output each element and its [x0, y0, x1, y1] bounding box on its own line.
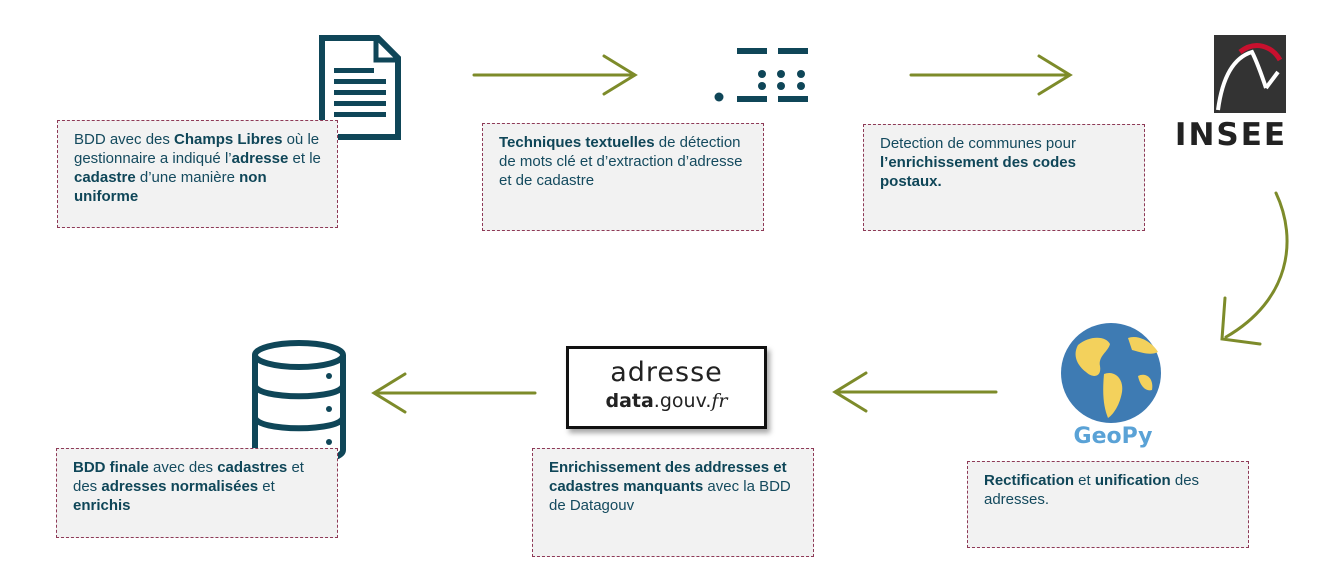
step-text: d’une manière [135, 169, 240, 186]
step-text: BDD avec des [74, 131, 175, 148]
step-text-bold: cadastre [74, 169, 136, 186]
step-box-datagouv: Enrichissement des addresses et cadastre… [532, 448, 814, 557]
step-text-bold: adresses normalisées [101, 478, 259, 495]
step-text-bold: Enrichissement des addresses et cadastre… [549, 459, 787, 495]
database-icon [252, 340, 346, 465]
adresse-data-gouv-logo: adresse data.gouv.fr [566, 346, 767, 429]
step-text-bold: Rectification [984, 472, 1075, 489]
step-text-bold: enrichis [73, 497, 131, 514]
arrow-curved-down [1220, 191, 1289, 346]
step-text-bold: adresse [231, 150, 289, 167]
data-gouv-logo-dot2: . [705, 390, 712, 412]
data-gouv-logo-data: data [605, 390, 654, 412]
data-gouv-logo-word: data.gouv.fr [569, 390, 764, 412]
step-text-bold: cadastres [217, 459, 288, 476]
step-text: et [258, 478, 275, 495]
step-text: où le gestionnaire a indiqué l’ [74, 131, 320, 167]
arrow-right-2 [909, 54, 1073, 96]
step-text: Detection de communes pour [880, 135, 1076, 152]
step-text: et le [288, 150, 321, 167]
step-box-geopy: Rectification et unification des adresse… [967, 461, 1249, 548]
step-text-bold: l’enrichissement des codes postaux. [880, 154, 1076, 190]
arrow-left-2 [371, 372, 537, 414]
data-gouv-logo-gouv: gouv [659, 390, 706, 412]
step-text-bold: Champs Libres [174, 131, 283, 148]
step-text: des adresses. [984, 472, 1200, 508]
step-box-final: BDD finale avec des cadastres et des adr… [56, 448, 338, 538]
adresse-logo-word: adresse [610, 357, 723, 388]
insee-logo [1214, 35, 1286, 113]
step-text: et [1074, 472, 1095, 489]
step-text: de détection de mots clé et d’extraction… [499, 134, 743, 189]
text-extraction-icon [714, 48, 808, 102]
step-text: avec la BDD de Datagouv [549, 478, 791, 514]
globe-icon [1061, 323, 1161, 423]
step-text: et des [73, 459, 304, 495]
step-text-bold: non uniforme [74, 169, 267, 205]
step-text: avec des [148, 459, 218, 476]
arrow-right-1 [472, 54, 638, 96]
step-text-bold: BDD finale [73, 459, 149, 476]
step-box-text-techniques: Techniques textuelles de détection de mo… [482, 123, 764, 231]
geopy-logo-text: GeoPy [1073, 424, 1153, 449]
arrow-left-1 [832, 371, 998, 413]
step-box-insee: Detection de communes pour l’enrichissem… [863, 124, 1145, 231]
data-gouv-logo-dot1: . [653, 390, 660, 412]
step-text-bold: unification [1094, 472, 1171, 489]
data-gouv-logo-fr: fr [711, 390, 728, 412]
step-text-bold: Techniques textuelles [499, 134, 655, 151]
step-box-source: BDD avec des Champs Libres où le gestion… [57, 120, 338, 228]
insee-logo-text: INSEE [1174, 117, 1288, 153]
